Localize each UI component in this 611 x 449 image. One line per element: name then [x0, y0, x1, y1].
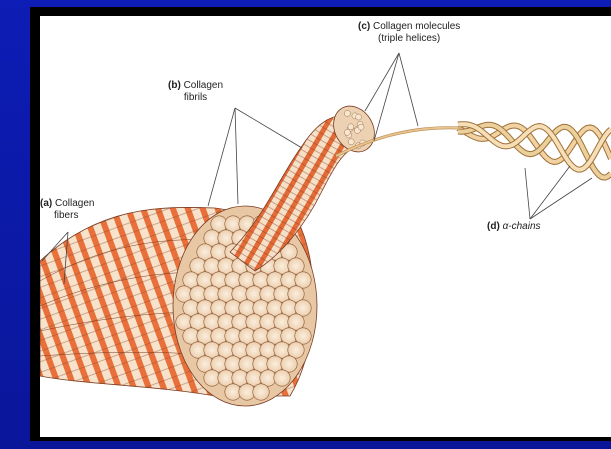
label-b-letter: (b) [168, 80, 181, 91]
label-alpha-chains: (d) α-chains [487, 221, 541, 233]
label-a-line2: fibers [40, 210, 78, 221]
label-c-line1: Collagen molecules [373, 21, 460, 32]
label-collagen-fibers: (a) Collagen fibers [40, 198, 95, 222]
molecule-end [348, 124, 354, 130]
fibril-end [274, 370, 290, 386]
label-b-line1: Collagen [184, 80, 223, 91]
label-c-line2: (triple helices) [378, 33, 440, 44]
label-d-letter: (d) [487, 221, 500, 232]
label-collagen-fibrils: (b) Collagen fibrils [168, 80, 223, 104]
molecule-end [348, 139, 354, 145]
molecule-end [344, 110, 350, 116]
molecule-end [344, 129, 350, 135]
collagen-diagram: (a) Collagen fibers (b) Collagen fibrils… [40, 16, 611, 437]
label-d-text: α-chains [503, 221, 541, 232]
fibril-end [253, 384, 269, 400]
label-b-line2: fibrils [184, 92, 207, 103]
label-c-letter: (c) [358, 21, 370, 32]
triple-helix [336, 124, 611, 177]
label-a-line1: Collagen [55, 198, 94, 209]
molecule-end [356, 114, 362, 120]
label-collagen-molecules: (c) Collagen molecules (triple helices) [358, 21, 460, 45]
label-a-letter: (a) [40, 198, 52, 209]
molecule-end [358, 124, 364, 130]
